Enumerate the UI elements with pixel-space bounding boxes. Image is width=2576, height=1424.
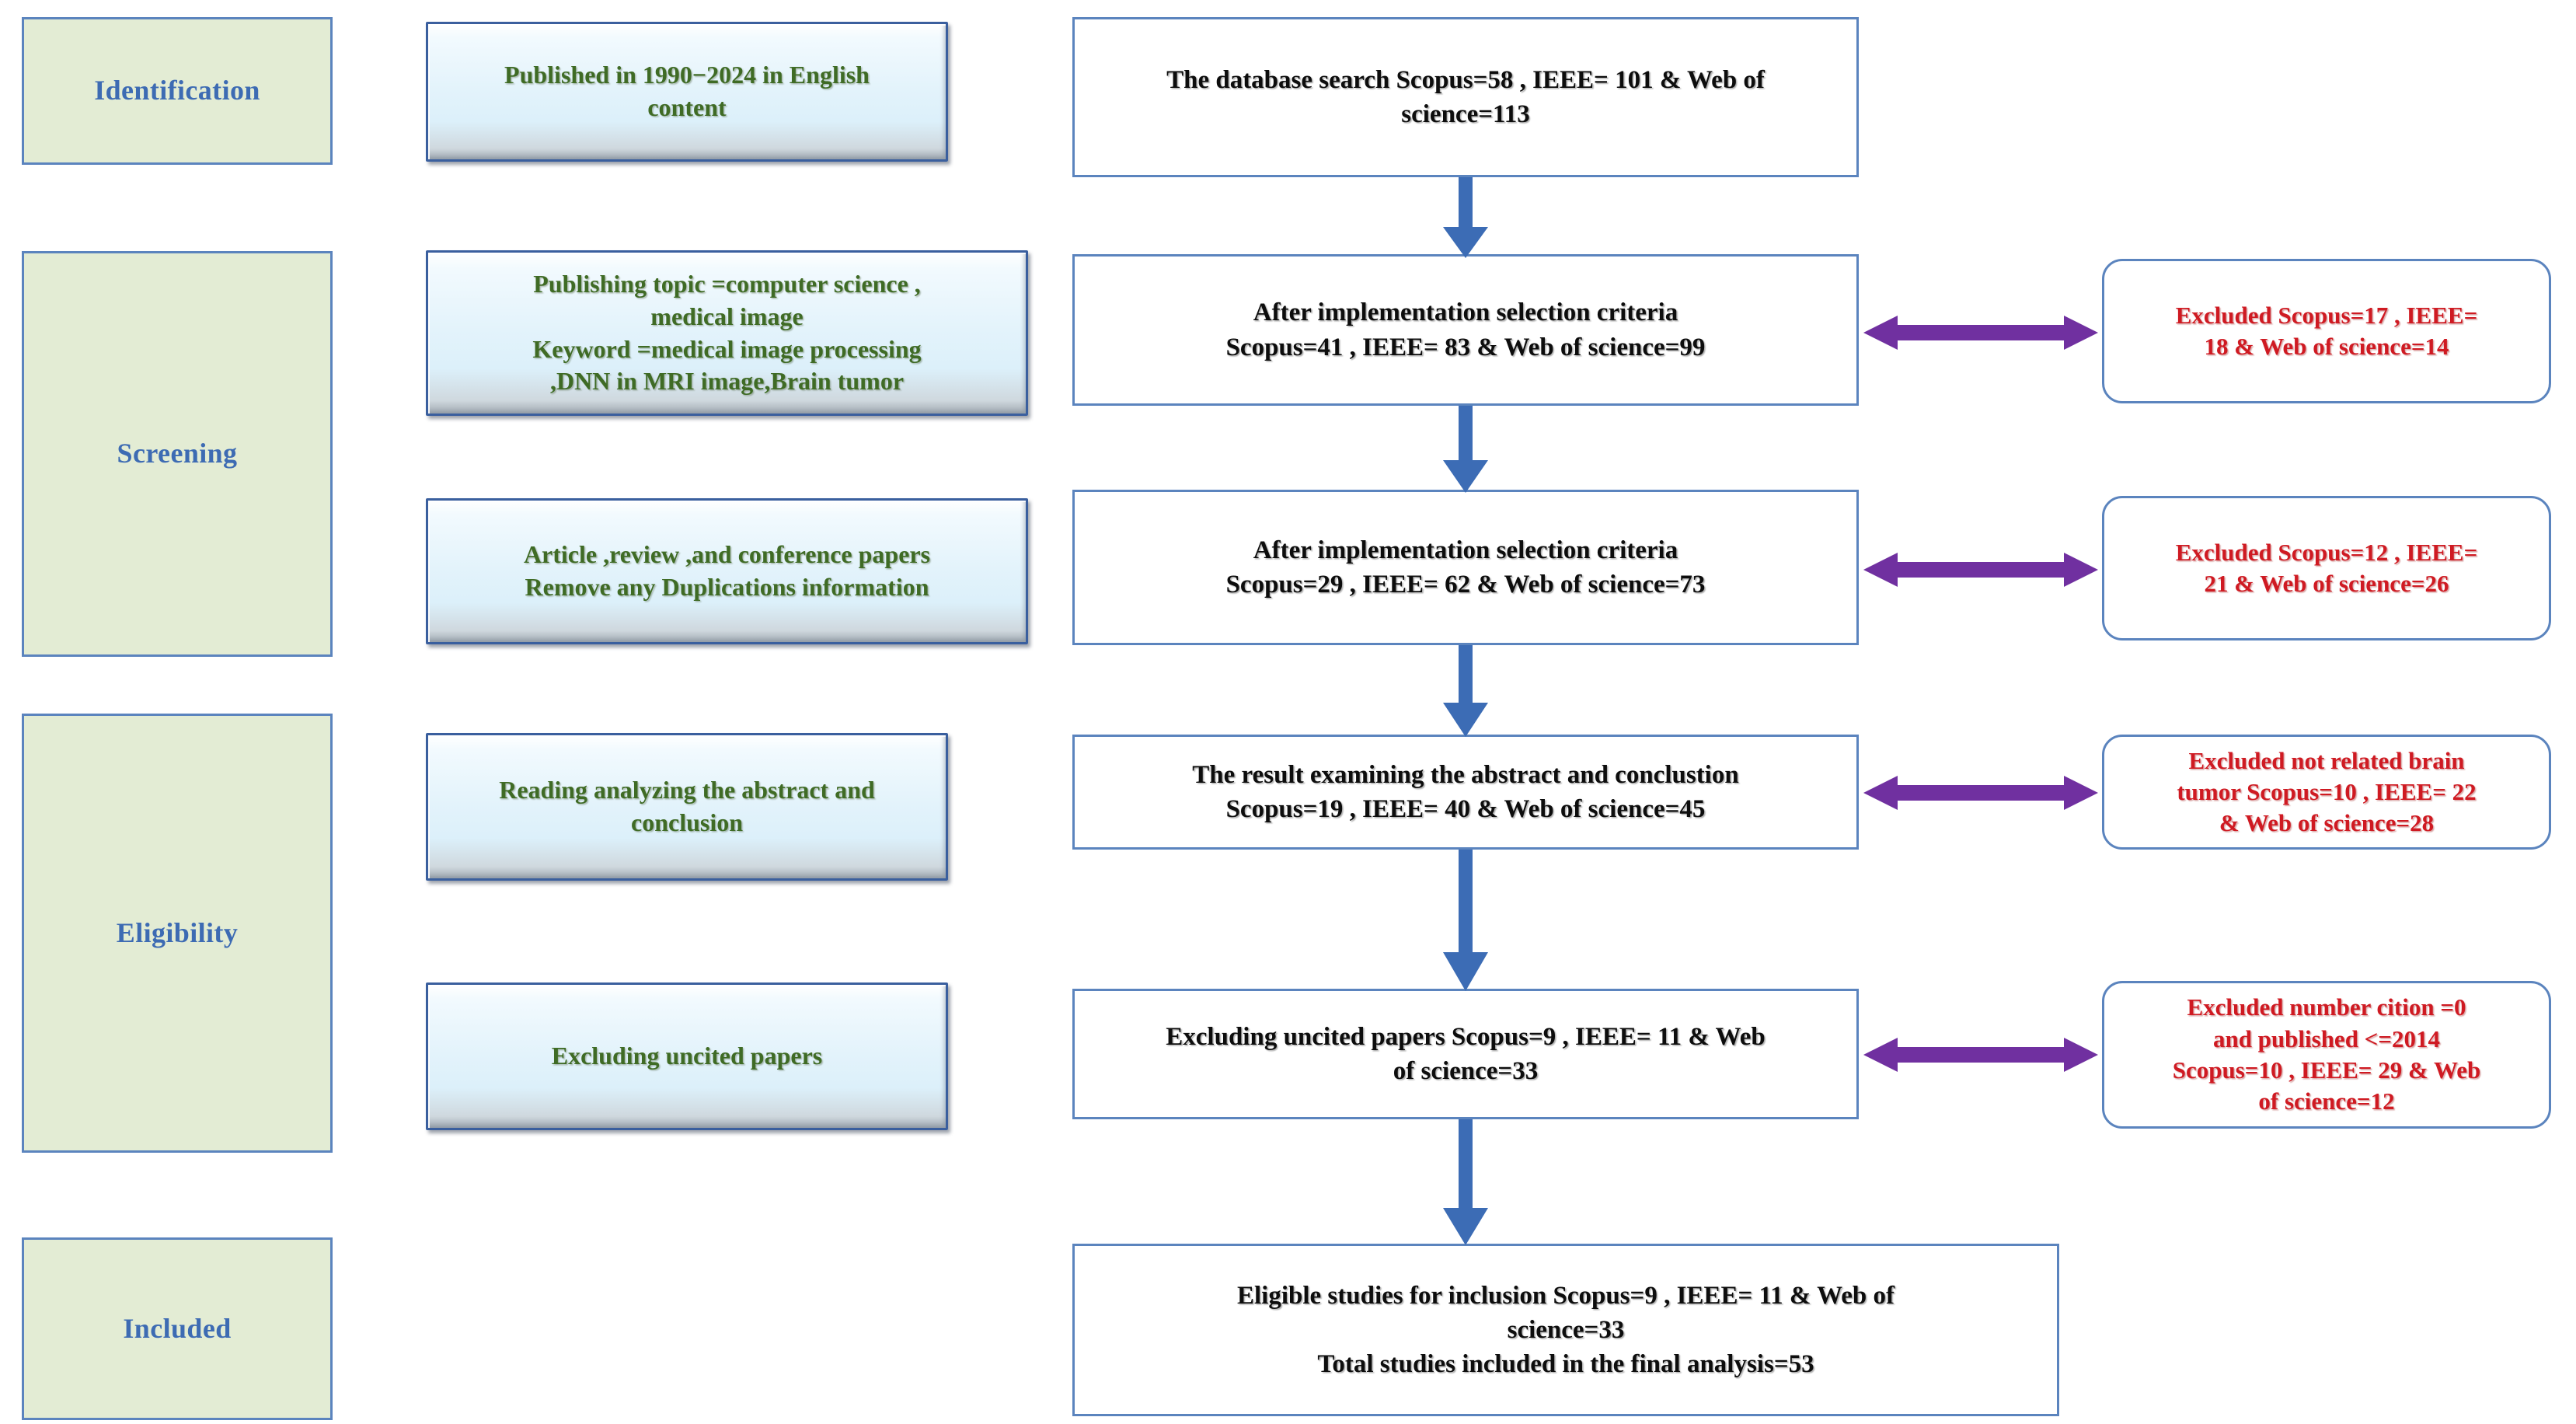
arrow-down-criteria2-to-result xyxy=(1443,645,1488,737)
stage-label-screening: Screening xyxy=(117,438,238,469)
arrow-double-excluded-1 xyxy=(1863,316,2098,350)
excluded-box-stage-2: Excluded Scopus=12 , IEEE= 21 & Web of s… xyxy=(2102,496,2551,640)
criteria-box-article-types: Article ,review ,and conference papers R… xyxy=(426,498,1028,644)
criteria-text-excluding-uncited: Excluding uncited papers xyxy=(551,1042,823,1070)
criteria-box-reading-abstract: Reading analyzing the abstract and concl… xyxy=(426,733,948,881)
flow-text-abstract-conclusion-result: The result examining the abstract and co… xyxy=(1192,760,1739,823)
stage-box-screening: Screening xyxy=(22,251,333,657)
stage-label-identification: Identification xyxy=(94,75,260,106)
excluded-box-stage-1: Excluded Scopus=17 , IEEE= 18 & Web of s… xyxy=(2102,259,2551,403)
excluded-box-stage-3: Excluded not related brain tumor Scopus=… xyxy=(2102,735,2551,850)
flow-text-database-search: The database search Scopus=58 , IEEE= 10… xyxy=(1166,65,1765,128)
arrow-down-result-to-uncited xyxy=(1443,850,1488,991)
stage-label-included: Included xyxy=(123,1312,232,1344)
arrow-double-excluded-2 xyxy=(1863,553,2098,587)
flow-box-selection-criteria-1: After implementation selection criteria … xyxy=(1072,254,1859,406)
flow-box-eligible-studies: Eligible studies for inclusion Scopus=9 … xyxy=(1072,1244,2059,1416)
excluded-text-stage-3: Excluded not related brain tumor Scopus=… xyxy=(2177,746,2477,837)
flow-box-abstract-conclusion-result: The result examining the abstract and co… xyxy=(1072,735,1859,850)
flow-text-eligible-studies: Eligible studies for inclusion Scopus=9 … xyxy=(1237,1281,1895,1379)
excluded-text-stage-2: Excluded Scopus=12 , IEEE= 21 & Web of s… xyxy=(2175,538,2478,597)
stage-box-identification: Identification xyxy=(22,17,333,165)
arrow-double-excluded-4 xyxy=(1863,1038,2098,1072)
arrow-down-uncited-to-eligible xyxy=(1443,1119,1488,1245)
flow-box-selection-criteria-2: After implementation selection criteria … xyxy=(1072,490,1859,645)
stage-label-eligibility: Eligibility xyxy=(116,916,239,948)
excluded-text-stage-1: Excluded Scopus=17 , IEEE= 18 & Web of s… xyxy=(2175,301,2478,360)
flow-text-selection-criteria-2: After implementation selection criteria … xyxy=(1225,536,1706,599)
criteria-text-article-types: Article ,review ,and conference papers R… xyxy=(523,540,931,601)
flow-text-selection-criteria-1: After implementation selection criteria … xyxy=(1225,298,1706,361)
stage-box-eligibility: Eligibility xyxy=(22,714,333,1153)
flow-box-excluding-uncited: Excluding uncited papers Scopus=9 , IEEE… xyxy=(1072,989,1859,1119)
criteria-box-publication-years: Published in 1990−2024 in English conten… xyxy=(426,22,948,162)
excluded-box-stage-4: Excluded number cition =0 and published … xyxy=(2102,981,2551,1129)
flow-text-excluding-uncited: Excluding uncited papers Scopus=9 , IEEE… xyxy=(1166,1022,1766,1085)
arrow-double-excluded-3 xyxy=(1863,776,2098,810)
arrow-down-criteria1-to-criteria2 xyxy=(1443,406,1488,493)
stage-box-included: Included xyxy=(22,1237,333,1420)
criteria-box-topic-keywords: Publishing topic =computer science , med… xyxy=(426,250,1028,416)
criteria-text-publication-years: Published in 1990−2024 in English conten… xyxy=(504,61,870,121)
criteria-text-reading-abstract: Reading analyzing the abstract and concl… xyxy=(499,776,875,836)
flow-box-database-search: The database search Scopus=58 , IEEE= 10… xyxy=(1072,17,1859,177)
arrow-down-search-to-criteria1 xyxy=(1443,177,1488,258)
criteria-box-excluding-uncited: Excluding uncited papers xyxy=(426,982,948,1130)
excluded-text-stage-4: Excluded number cition =0 and published … xyxy=(2172,993,2481,1115)
criteria-text-topic-keywords: Publishing topic =computer science , med… xyxy=(532,270,922,396)
